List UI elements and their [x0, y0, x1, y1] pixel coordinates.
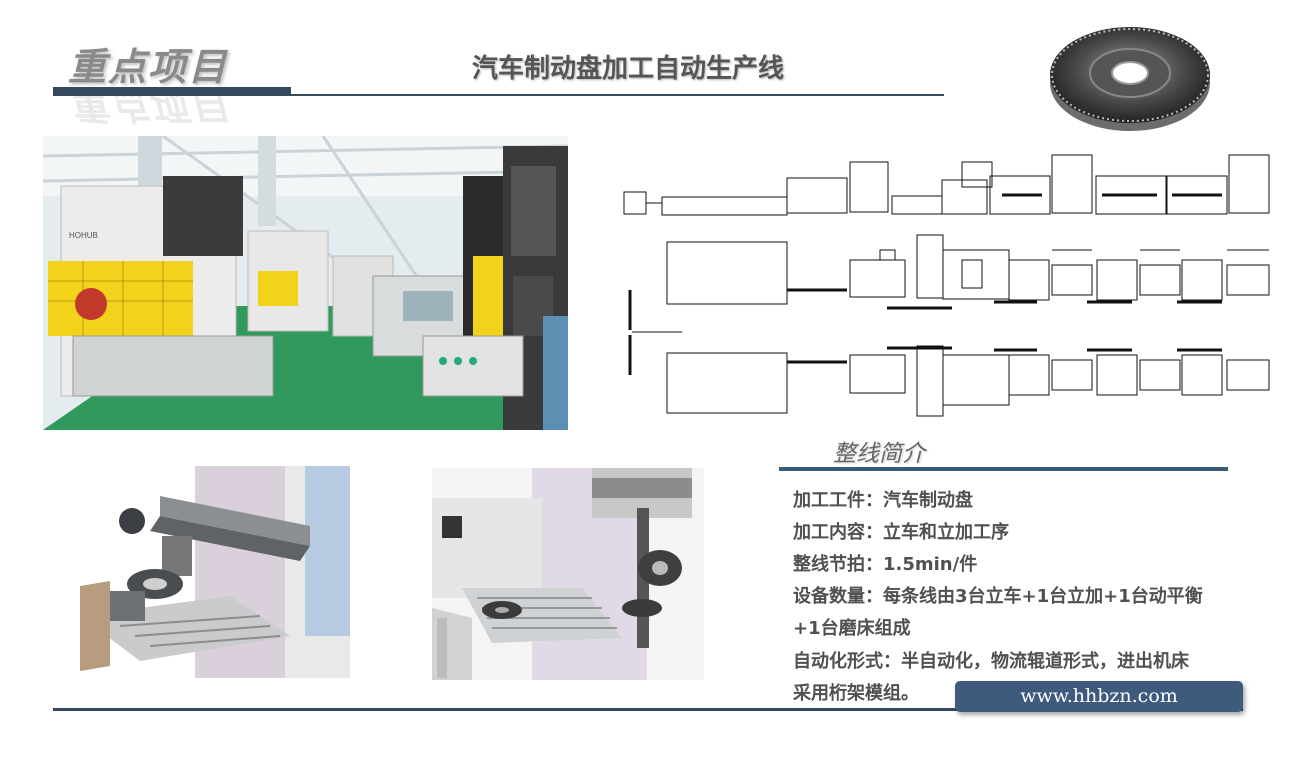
gantry-cad-render-left	[80, 466, 350, 678]
spec-workpiece: 加工工件：汽车制动盘	[793, 490, 973, 511]
spec-equipment: 设备数量：每条线由3台立车+1台立加+1台动平衡	[793, 586, 1203, 607]
gantry-cad-render-right	[432, 468, 704, 680]
spec-automation: 自动化形式：半自动化，物流辊道形式，进出机床	[793, 651, 1189, 672]
header-bar	[53, 87, 291, 96]
spec-cycle-time: 整线节拍：1.5min/件	[793, 554, 978, 575]
intro-heading: 整线简介	[833, 441, 925, 467]
line-layout-diagram	[623, 154, 1270, 417]
spec-process: 加工内容：立车和立加工序	[793, 522, 1009, 543]
spec-equipment-cont: +1台磨床组成	[793, 618, 911, 639]
brake-disc-image	[1050, 27, 1210, 131]
footer-divider	[53, 708, 1243, 711]
website-link[interactable]: www.hhbzn.com	[955, 681, 1243, 712]
header-divider	[291, 94, 944, 96]
section-tag: 重点项目	[68, 45, 229, 89]
spec-automation-cont: 采用桁架模组。	[793, 683, 919, 704]
section-tag-reflection: 重点项目	[68, 96, 229, 127]
page-title: 汽车制动盘加工自动生产线	[472, 54, 785, 84]
machine-logo: HOHUB	[69, 231, 98, 240]
factory-photo: HOHUB	[43, 136, 568, 430]
intro-divider	[779, 467, 1228, 471]
